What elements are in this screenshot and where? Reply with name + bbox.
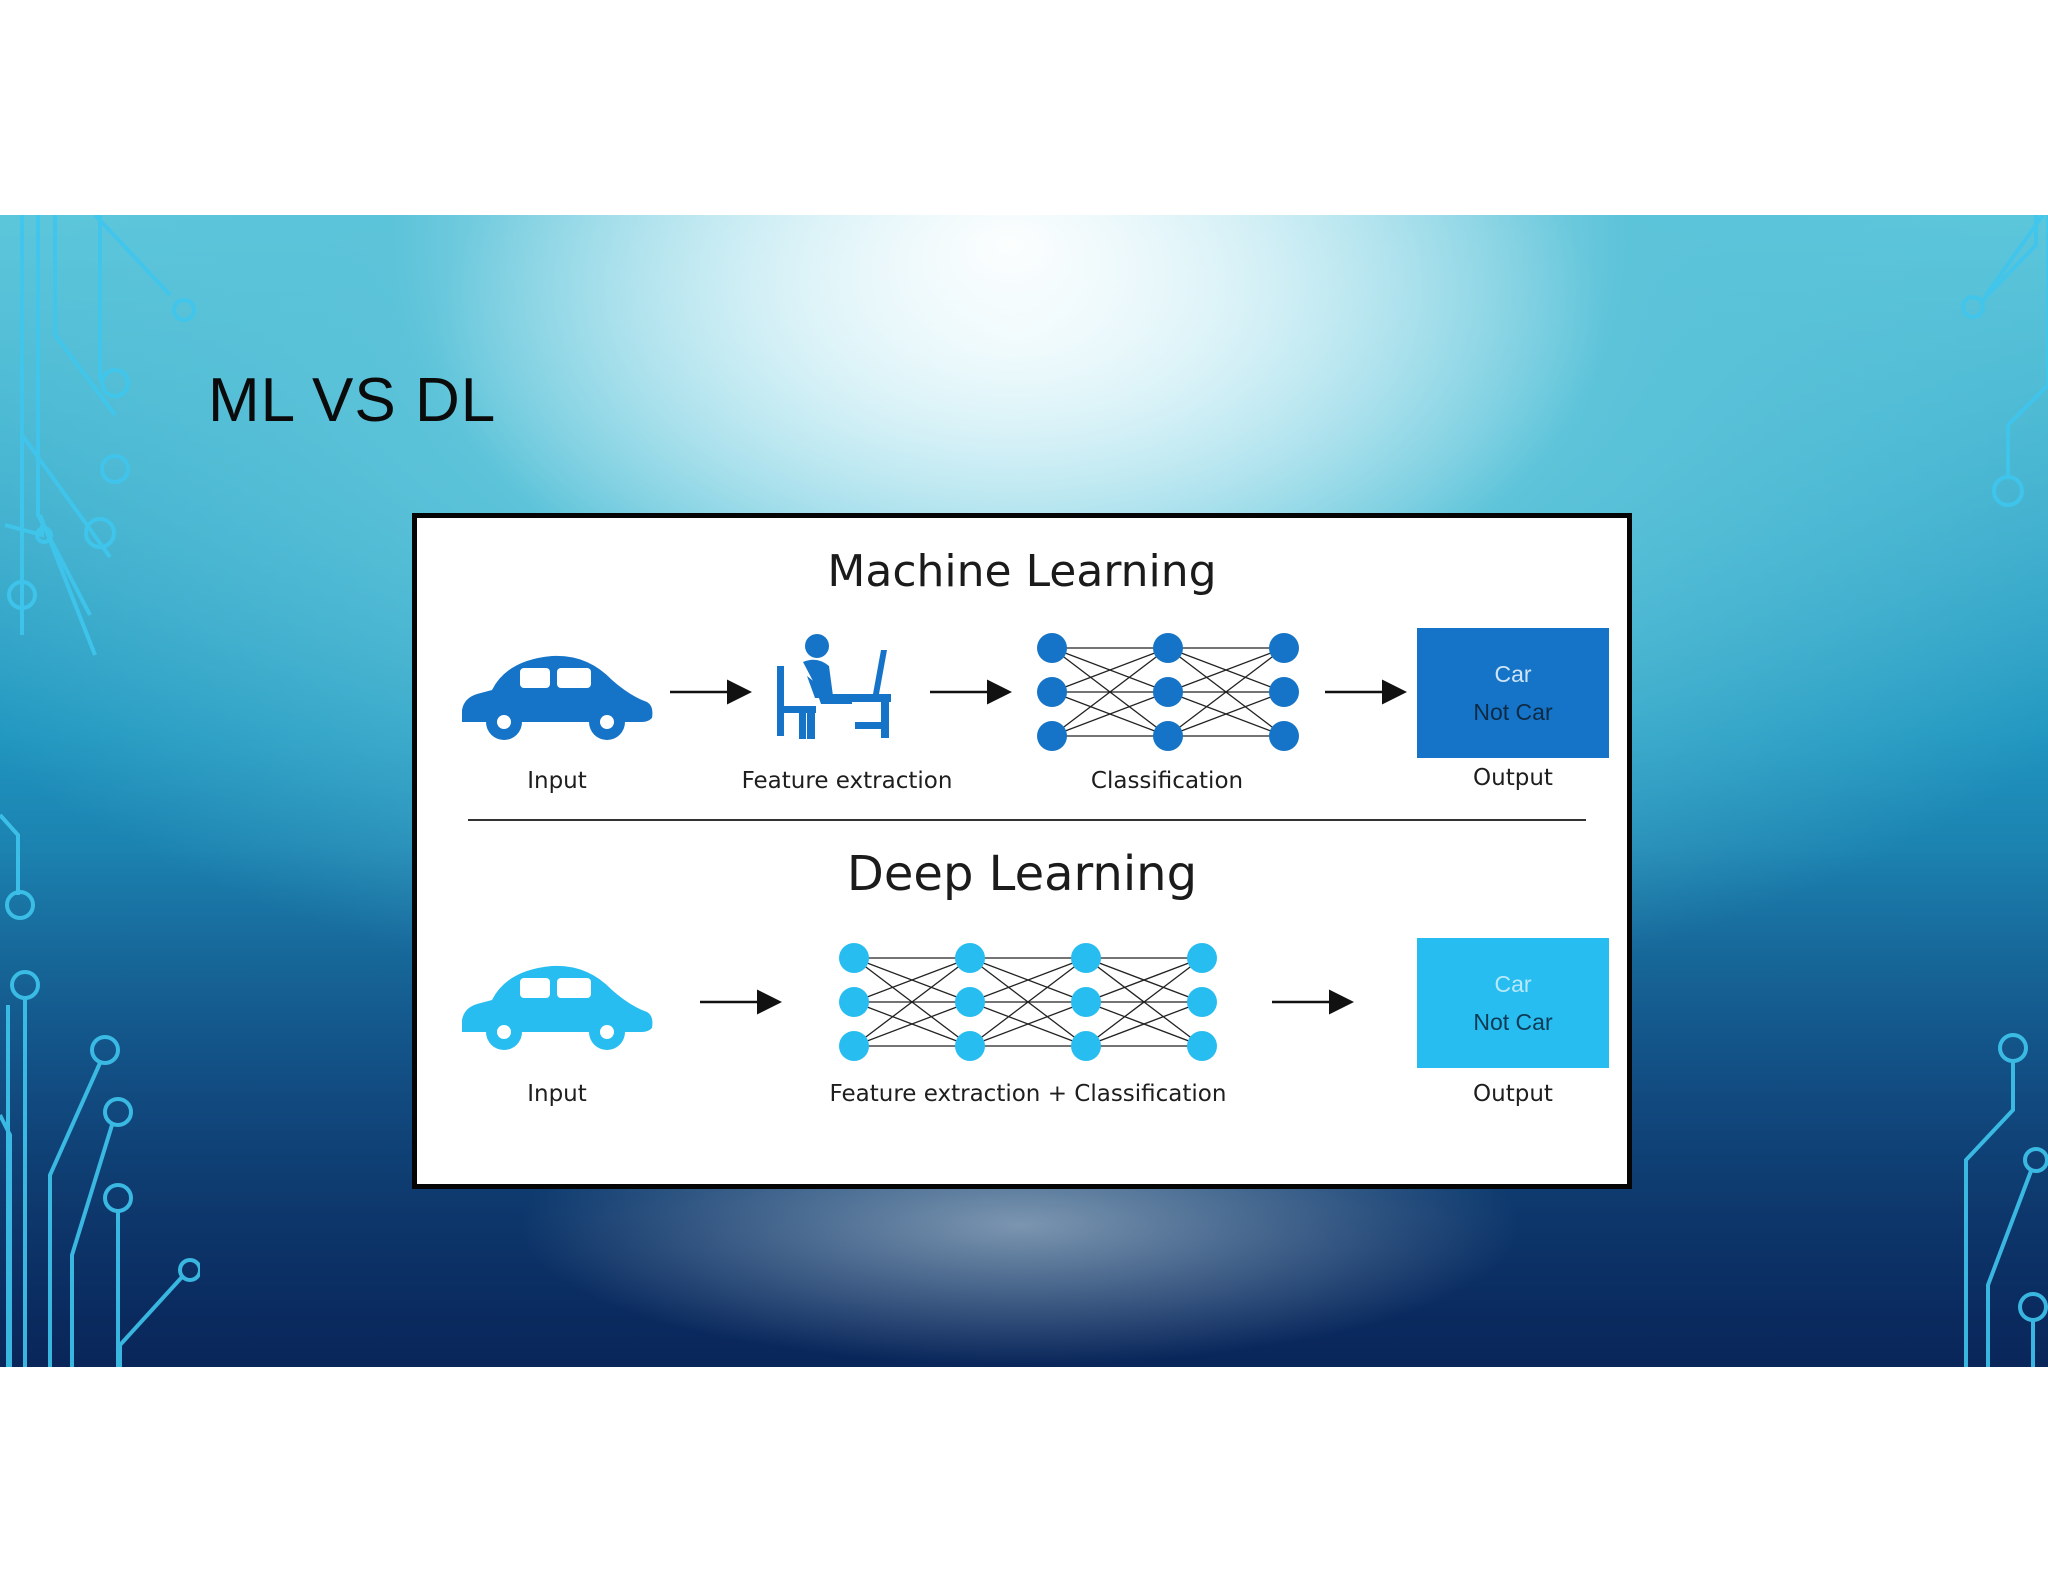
ml-classification-label: Classification [1090, 768, 1244, 794]
ml-output-car: Car [1494, 661, 1532, 687]
dl-output-box [1417, 938, 1609, 1068]
car-icon [462, 965, 653, 1050]
ml-output-label: Output [1473, 765, 1553, 791]
dl-section-title: Deep Learning [846, 846, 1198, 902]
dl-output-label: Output [1473, 1081, 1553, 1107]
dl-output-car: Car [1494, 971, 1532, 997]
neural-network-icon [839, 943, 1217, 1061]
person-at-computer-icon [777, 634, 891, 739]
neural-network-icon [1037, 633, 1299, 751]
diagram-graphics [462, 628, 1609, 1068]
dl-input-label: Input [527, 1081, 587, 1107]
left-circuit-decoration [0, 215, 200, 1367]
car-icon [462, 655, 653, 740]
right-circuit-decoration [1961, 215, 2048, 1367]
ml-feature-label: Feature extraction [741, 768, 953, 794]
ml-output-not-car: Not Car [1473, 699, 1553, 725]
ml-section-title: Machine Learning [827, 546, 1217, 597]
ml-output-box [1417, 628, 1609, 758]
slide-background: ML VS DL [0, 215, 2048, 1367]
ml-vs-dl-diagram: Machine Learning Deep Learning Input Fea… [412, 513, 1632, 1189]
dl-output-not-car: Not Car [1473, 1009, 1553, 1035]
ml-output-text: Car Not Car [1417, 628, 1609, 758]
dl-combined-label: Feature extraction + Classification [829, 1081, 1227, 1107]
ml-input-label: Input [527, 768, 587, 794]
dl-output-text: Car Not Car [1417, 938, 1609, 1068]
slide-title: ML VS DL [208, 366, 497, 435]
